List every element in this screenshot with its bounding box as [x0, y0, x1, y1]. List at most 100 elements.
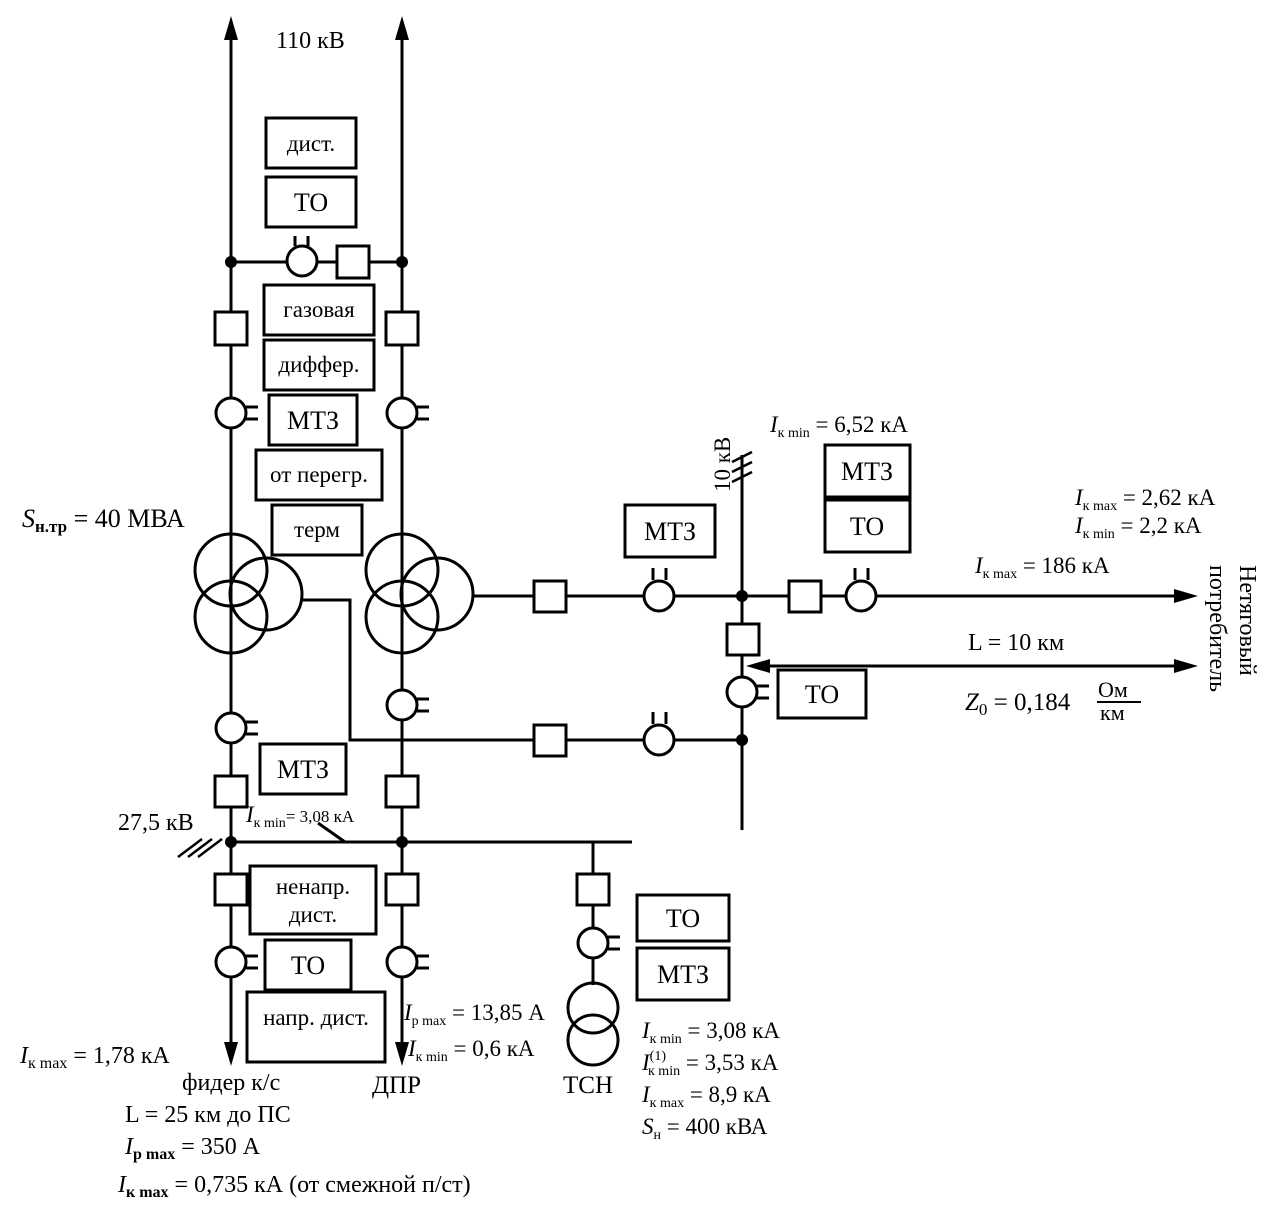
bus-section-switch — [317, 821, 346, 844]
consumer-ikmax: Iк max = 2,62 кА — [1074, 485, 1216, 514]
breaker-icon — [532, 723, 568, 758]
box-overload: от перегр. — [254, 448, 384, 502]
mtz-tr-label: МТЗ — [287, 406, 339, 435]
down-arrow-icon — [224, 1042, 238, 1066]
consumer-ikmin: Iк min = 2,2 кА — [1074, 513, 1202, 542]
node-dot — [736, 590, 748, 602]
current-transformer-icon — [725, 675, 769, 709]
breaker-icon — [575, 872, 611, 907]
consumer-z0: Z0 = 0,184 — [965, 689, 1071, 719]
right-arrow-icon — [1174, 589, 1198, 603]
gas-label: газовая — [283, 297, 355, 322]
bus-275-hatch — [177, 838, 223, 858]
z0-unit-num: Ом — [1098, 677, 1128, 702]
box-dist: дист. — [264, 116, 358, 170]
breaker-icon — [384, 310, 420, 347]
current-transformer-icon — [285, 236, 319, 278]
bus-275-ikmin: Iк min= 3,08 кА — [245, 802, 355, 831]
tsn-ik1: I(1)к min = 3,53 кА — [641, 1049, 779, 1079]
left-transformer-icon — [193, 532, 304, 655]
current-transformer-icon — [385, 688, 429, 722]
breaker-icon — [213, 310, 249, 347]
nondir-label: ненапр. — [276, 874, 350, 899]
left-arrow-icon — [746, 659, 770, 673]
breaker-icon — [787, 579, 823, 614]
box-dir-dist: напр. дист. — [245, 990, 387, 1064]
to-out-label: ТО — [850, 512, 884, 541]
consumer-ik186: Iк max = 186 кА — [974, 553, 1110, 582]
tsn-sn: Sн = 400 кВА — [642, 1114, 768, 1143]
up-arrow-icon — [224, 16, 238, 40]
down-arrow-icon — [395, 1042, 409, 1066]
node-dot — [225, 836, 237, 848]
to-hv-label: ТО — [294, 188, 328, 217]
lv-voltage-label: 10 кВ — [710, 437, 735, 492]
hv-voltage-label: 110 кВ — [276, 28, 345, 54]
box-mtz-tsn: МТЗ — [635, 946, 731, 1002]
tsn-transformer-icon — [566, 981, 620, 1067]
feeder-name: фидер к/с — [182, 1070, 280, 1096]
dpr-ikmin: Iк min = 0,6 кА — [407, 1036, 535, 1065]
current-transformer-icon — [385, 945, 429, 979]
to-feeder-label: ТО — [291, 951, 325, 980]
box-to-feeder: ТО — [263, 938, 353, 992]
box-to-10: ТО — [776, 668, 868, 720]
right-arrow-icon — [1174, 659, 1198, 673]
current-transformer-icon — [844, 568, 878, 613]
breaker-icon — [213, 774, 249, 809]
mtz-tsn-label: МТЗ — [657, 960, 709, 989]
to-10-label: ТО — [805, 680, 839, 709]
feeder-length: L = 25 км до ПС — [125, 1102, 291, 1128]
consumer-length: L = 10 км — [968, 630, 1064, 656]
box-mtz-275: МТЗ — [258, 742, 348, 796]
box-to-hv: ТО — [264, 175, 358, 229]
box-therm: терм — [270, 503, 364, 557]
transformer-rating: Sн.тр = 40 МВА — [22, 504, 185, 536]
consumer-label-1: Нетяговый — [1234, 565, 1260, 676]
right-transformer-icon — [364, 532, 475, 655]
feeder-ikmax2: Iк max = 0,735 кА (от смежной п/ст) — [117, 1172, 471, 1201]
tsn-ikmax: Iк max = 8,9 кА — [641, 1082, 771, 1111]
feeder-ikmax: Iк max = 1,78 кА — [19, 1043, 171, 1072]
nondir2-label: дист. — [289, 902, 337, 927]
overload-label: от перегр. — [270, 462, 368, 487]
box-gas: газовая — [262, 283, 376, 337]
current-transformer-icon — [214, 945, 258, 979]
z0-unit-den: км — [1100, 700, 1125, 725]
dpr-name: ДПР — [372, 1072, 421, 1099]
node-dot — [225, 256, 237, 268]
current-transformer-icon — [642, 568, 676, 613]
node-dot — [396, 836, 408, 848]
current-transformer-icon — [576, 926, 620, 960]
node-dot — [736, 734, 748, 746]
mv-voltage-label: 27,5 кВ — [118, 810, 194, 836]
diff-label: диффер. — [278, 352, 359, 377]
feeder-ipmax: Iр max = 350 А — [124, 1134, 261, 1163]
dpr-ipmax: Iр max = 13,85 А — [403, 1000, 545, 1029]
dir-dist-label: напр. дист. — [263, 1005, 369, 1030]
bus-10kv-hatch — [731, 450, 753, 484]
consumer-label-2: потребитель — [1204, 565, 1230, 692]
left-tr-10kv-lead — [302, 598, 742, 742]
breaker-icon — [532, 579, 568, 614]
box-nondir: ненапр. дист. — [248, 864, 378, 936]
box-to-tsn: ТО — [635, 893, 731, 943]
current-transformer-icon — [214, 396, 258, 430]
box-mtz-10: МТЗ — [623, 503, 717, 559]
box-to-out: ТО — [823, 498, 912, 554]
breaker-icon — [725, 622, 761, 657]
box-mtz-tr: МТЗ — [267, 393, 359, 447]
breaker-icon — [384, 872, 420, 907]
up-arrow-icon — [395, 16, 409, 40]
mtz-10-label: МТЗ — [644, 517, 696, 546]
breaker-icon — [384, 774, 420, 809]
breaker-icon — [335, 244, 371, 280]
to-tsn-label: ТО — [666, 904, 700, 933]
tsn-name: ТСН — [563, 1072, 613, 1099]
node-dot — [396, 256, 408, 268]
mtz-out-label: МТЗ — [841, 457, 893, 486]
dist-label: дист. — [287, 131, 335, 156]
breaker-icon — [213, 872, 249, 907]
bus-10kv-ikmin: Iк min = 6,52 кА — [769, 412, 908, 441]
